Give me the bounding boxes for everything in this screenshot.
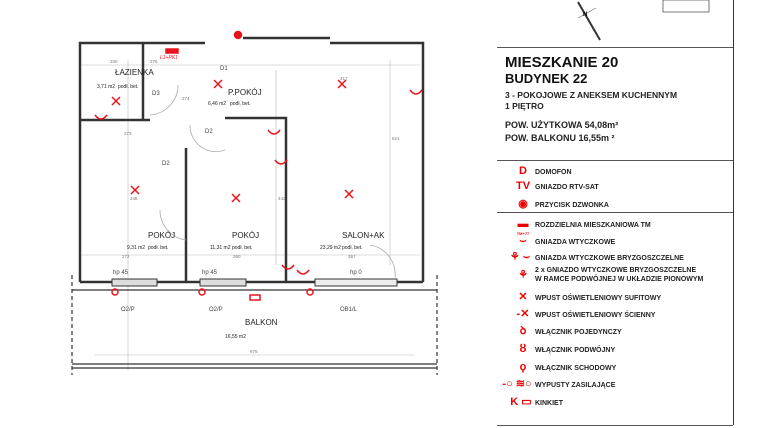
label: WPUST OŚWIETLENIOWY SUFITOWY [535, 295, 662, 302]
walls [78, 36, 425, 287]
power-outlet-icon: -○ ≋○ [502, 378, 532, 390]
label: WŁĄCZNIK PODWÓJNY [535, 347, 616, 354]
room-name: P.POKÓJ [228, 88, 262, 97]
label: 417 [340, 76, 348, 81]
label: TM+77 [516, 231, 530, 236]
staircase-switch-icon: ϙ [519, 361, 527, 373]
label: 621 [392, 136, 400, 141]
ceiling-light-icon: ✕ [518, 291, 528, 303]
doorbell-icon [233, 30, 243, 40]
label: podł. bet. [148, 245, 169, 251]
label: PRZYCISK DZWONKA [535, 202, 609, 209]
balcony-area: POW. BALKONU 16,55m ² [505, 133, 615, 143]
room-name: SALON+AK [342, 231, 385, 240]
doorbell-icon: ◉ [518, 198, 528, 210]
room-labels: ŁAZIENKA 3,71 m2 podł. bet. P.POKÓJ 6,46… [97, 55, 385, 340]
sconce-icon [249, 294, 261, 301]
building-number: BUDYNEK 22 [505, 71, 588, 86]
double-switch-icon: ȣ [519, 343, 527, 355]
usable-area: POW. UŻYTKOWA 54,08m² [505, 120, 619, 130]
single-switch-icon: ꝺ [519, 325, 527, 337]
room-name: BALKON [245, 318, 278, 327]
dimension-labels: 150 276 417 272 260 357 348 442 621 675 273 27… [110, 59, 400, 354]
socket-icon [94, 89, 423, 275]
label: 675 [250, 349, 258, 354]
label: OB1/L [340, 307, 358, 313]
compass-icon: N [577, 0, 710, 41]
label: WŁĄCZNIK SCHODOWY [535, 365, 617, 372]
label: 9,31 m2 [127, 245, 145, 251]
room-name: ŁAZIENKA [115, 68, 154, 77]
label: hp 45 [202, 270, 218, 276]
label: N [583, 12, 587, 18]
label: 274 [182, 96, 190, 101]
label: hp 0 [350, 270, 362, 276]
info-legend-panel: MIESZKANIE 20 BUDYNEK 22 3 - POKOJOWE Z … [497, 0, 734, 426]
label: KINKIET [535, 400, 563, 407]
electrical-symbols [94, 30, 423, 301]
label: 11,31 m2 [210, 245, 231, 251]
label: W RAMCE PODWÓJNEJ W UKŁADZIE PIONOWYM [535, 276, 704, 283]
label: podł. bet. [118, 84, 139, 90]
apartment-title: MIESZKANIE 20 [505, 54, 619, 71]
label: 442 [278, 196, 286, 201]
wall-light-icon: -✕ [516, 308, 530, 320]
label: 2 x GNIAZDO WTYCZKOWE BRYZGOSZCZELNE [535, 267, 697, 274]
distribution-board-icon: ▬ [517, 218, 529, 230]
label: 273 [124, 131, 132, 136]
label: 348 [130, 196, 138, 201]
balcony [71, 275, 438, 375]
label: ROZDZIELNIA MIESZKANIOWA TM [535, 222, 651, 229]
tv-socket-icon: TV [515, 180, 531, 192]
door-swings [149, 84, 396, 279]
label: GNIAZDA WTYCZKOWE BRYZGOSZCZELNE [535, 255, 684, 262]
label: 357 [348, 254, 356, 259]
dimension-lines [80, 60, 420, 370]
room-name: POKÓJ [232, 231, 259, 240]
label: O2/P [209, 307, 223, 313]
apartment-type: 3 - POKOJOWE Z ANEKSEM KUCHENNYM [505, 90, 678, 100]
label: WYPUSTY ZASILAJĄCE [535, 382, 616, 389]
label: D1 [220, 66, 228, 72]
double-splashproof-socket-icon: ⚘ [518, 269, 528, 281]
label: 276 [150, 59, 158, 64]
label: podł. bet. [230, 101, 251, 107]
label: WŁĄCZNIK POJEDYNCZY [535, 329, 622, 336]
sconce-icon: K ▭ [510, 396, 532, 408]
label: L1+PK1 [160, 55, 178, 61]
room-name: POKÓJ [148, 231, 175, 240]
label: podł. bet. [342, 245, 363, 251]
label: DOMOFON [535, 169, 572, 176]
label: WPUST OŚWIETLENIOWY ŚCIENNY [535, 312, 656, 319]
socket-icon: ⌣ [519, 235, 527, 247]
label: D2 [205, 129, 213, 135]
label: 150 [110, 59, 118, 64]
label: 23,29 m2 [320, 245, 341, 251]
ceiling-light-icon [111, 79, 354, 203]
label: podł. bet. [232, 245, 253, 251]
label: GNIAZDO RTV-SAT [535, 184, 599, 191]
label: O2/P [121, 307, 135, 313]
label: hp 45 [113, 270, 129, 276]
floor-level: 1 PIĘTRO [505, 101, 544, 111]
splashproof-socket-icon: ⚘ ⌣ [509, 251, 531, 263]
label: 272 [122, 254, 130, 259]
label: 16,55 m2 [225, 334, 246, 340]
intercom-icon: D [519, 165, 527, 177]
label: 6,46 m2 [208, 101, 226, 107]
label: GNIAZDA WTYCZKOWE [535, 239, 616, 246]
label: D2 [162, 161, 170, 167]
distribution-board-icon [165, 48, 179, 54]
label: 3,71 m2 [97, 84, 115, 90]
label: 260 [233, 254, 241, 259]
label: D3 [152, 91, 160, 97]
